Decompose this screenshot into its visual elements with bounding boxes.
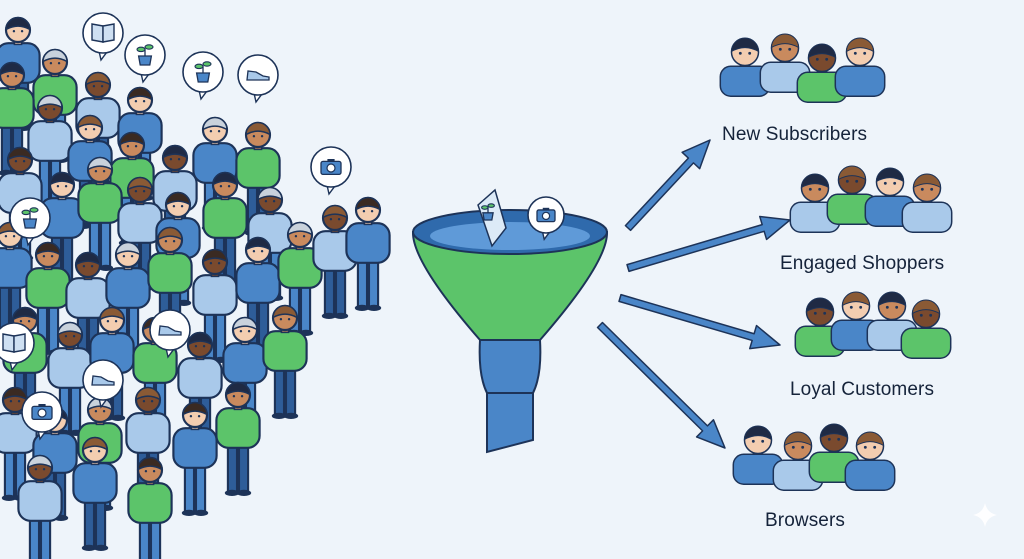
camera-icon bbox=[310, 146, 352, 196]
person bbox=[719, 37, 771, 97]
shoe-icon bbox=[149, 309, 191, 359]
crowd-person bbox=[77, 156, 123, 272]
person bbox=[796, 43, 848, 103]
crowd-person bbox=[262, 304, 308, 420]
crowd-person bbox=[17, 454, 63, 559]
book-icon bbox=[82, 12, 124, 62]
interest-bubbles bbox=[0, 12, 352, 441]
sparkle-icon bbox=[973, 503, 997, 527]
segment-group bbox=[794, 291, 952, 359]
shoe-icon bbox=[237, 54, 279, 104]
person bbox=[826, 165, 878, 225]
crowd-person bbox=[0, 386, 38, 502]
crowd-person bbox=[117, 176, 163, 292]
crowd-person bbox=[172, 401, 218, 517]
person bbox=[900, 299, 952, 359]
camera-icon bbox=[21, 391, 63, 441]
plant-icon bbox=[9, 197, 51, 247]
crowd-person bbox=[47, 321, 93, 437]
crowd-person bbox=[312, 204, 358, 320]
arrow bbox=[618, 293, 781, 350]
person bbox=[834, 37, 886, 97]
plant-icon bbox=[182, 51, 224, 101]
crowd-person bbox=[215, 381, 261, 497]
person bbox=[732, 425, 784, 485]
person bbox=[901, 173, 953, 233]
segment-label-engaged-shoppers: Engaged Shoppers bbox=[780, 253, 945, 274]
funnel bbox=[411, 188, 609, 454]
camera-icon bbox=[527, 196, 565, 241]
segment-label-browsers: Browsers bbox=[765, 510, 845, 531]
segment-group bbox=[719, 33, 886, 103]
arrow bbox=[596, 321, 726, 449]
crowd-person bbox=[72, 436, 118, 552]
segment-label-loyal-customers: Loyal Customers bbox=[790, 379, 935, 400]
person bbox=[844, 431, 896, 491]
segment-arrows bbox=[596, 139, 791, 449]
crowd-person bbox=[127, 456, 173, 559]
segment-groups bbox=[719, 33, 953, 491]
crowd-person bbox=[345, 196, 391, 312]
shoe-icon bbox=[82, 359, 124, 409]
book-icon bbox=[0, 322, 35, 372]
plant-icon bbox=[124, 34, 166, 84]
person bbox=[789, 173, 841, 233]
segment-group bbox=[732, 423, 896, 491]
crowd-person bbox=[277, 221, 323, 337]
crowd bbox=[0, 16, 391, 559]
arrow bbox=[624, 139, 711, 232]
arrow bbox=[626, 215, 791, 273]
segment-label-new-subscribers: New Subscribers bbox=[722, 124, 868, 145]
segment-group bbox=[789, 165, 953, 233]
crowd-person bbox=[25, 241, 71, 357]
